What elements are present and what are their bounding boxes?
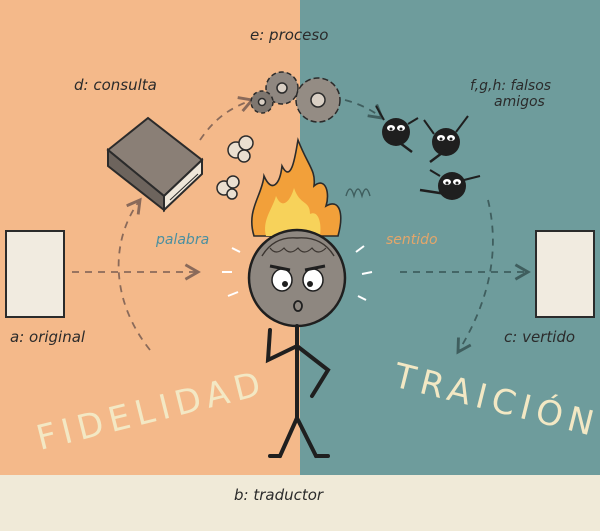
bottom-band (0, 475, 600, 531)
label-false-friends-line2: amigos (494, 94, 545, 110)
fire-inner-icon (265, 188, 321, 236)
arrow-to-book (117, 197, 151, 351)
label-consult: d: consulta (74, 76, 157, 94)
label-word: palabra (155, 232, 209, 248)
mouth-icon (293, 300, 303, 312)
left-eye-icon (271, 268, 293, 292)
translator-figure (222, 137, 373, 458)
gears-icon (250, 71, 341, 123)
label-original: a: original (10, 328, 86, 346)
stress-marks-icon (222, 245, 373, 301)
brain-lines (261, 237, 335, 257)
steam-puffs-icon (216, 135, 254, 200)
false-friends-creatures-icon (375, 105, 481, 200)
flow-arrows (72, 96, 531, 355)
creature-h (419, 169, 481, 200)
label-translator: b: traductor (234, 486, 324, 504)
label-process: e: proceso (250, 26, 328, 44)
arrow-gears-to-friends (344, 99, 385, 120)
right-eye-icon (302, 268, 324, 292)
arrow-to-rendered (456, 199, 494, 355)
label-rendered: c: vertido (504, 328, 575, 346)
label-false-friends-line1: f,g,h: falsos (470, 78, 551, 94)
creature-f (375, 105, 419, 153)
confusion-scribble-icon (345, 188, 371, 199)
label-meaning: sentido (386, 232, 438, 248)
creature-g (423, 115, 469, 163)
rendered-page-icon (535, 230, 595, 318)
dictionary-book-icon (106, 116, 204, 213)
body-lines (265, 324, 331, 458)
original-page-icon (5, 230, 65, 318)
